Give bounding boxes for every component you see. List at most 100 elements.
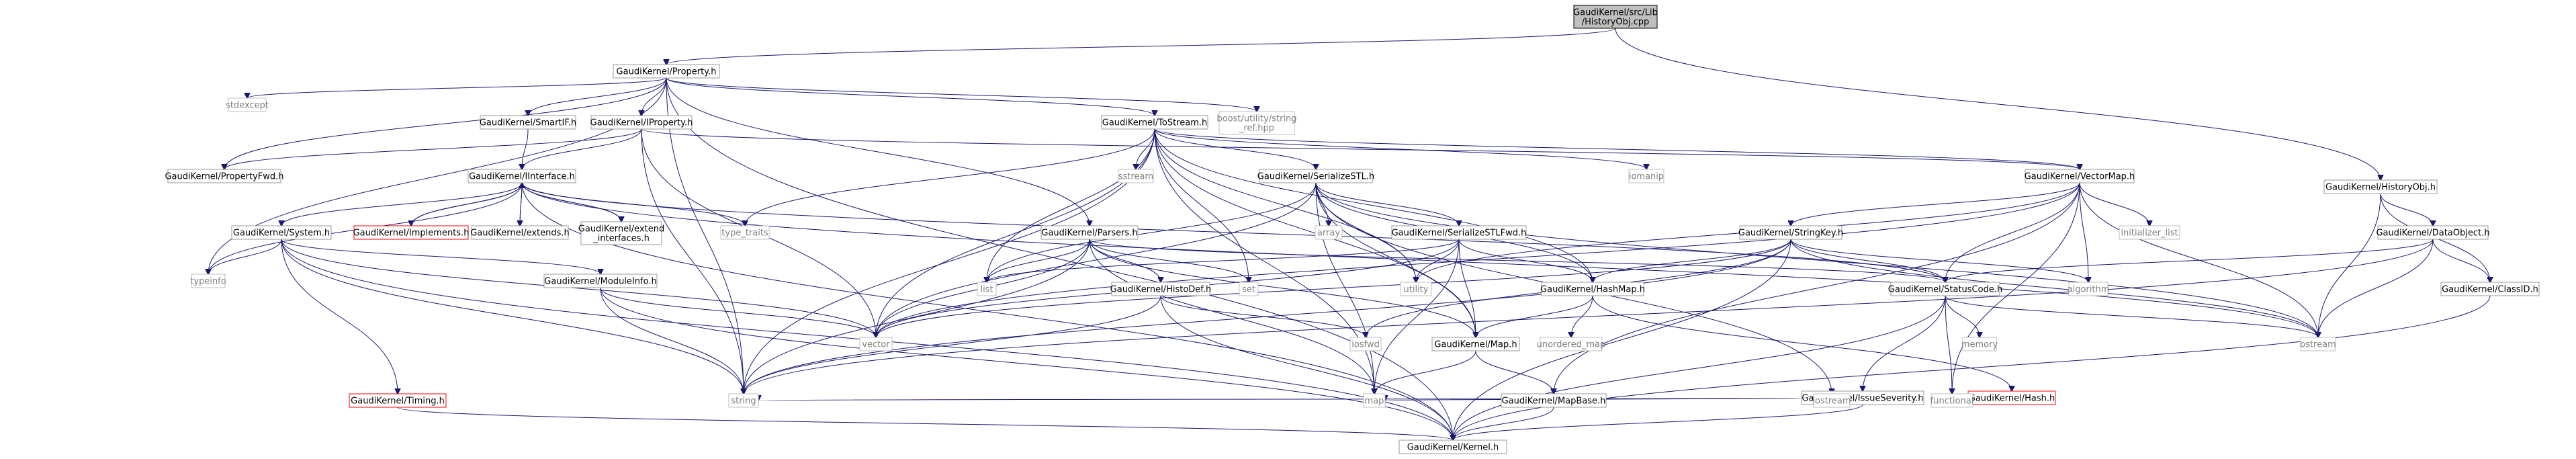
node-PropertyFwd_h[interactable]: GaudiKernel/PropertyFwd.h xyxy=(165,169,284,183)
edge-StringKey_h-to-ostream xyxy=(1790,239,2318,337)
edge-MapBase_h-to-Kernel_h xyxy=(1453,407,1554,440)
node-box xyxy=(1391,225,1527,240)
node-Map_h[interactable]: GaudiKernel/Map.h xyxy=(1431,337,1520,351)
node-algorithm[interactable]: algorithm xyxy=(2068,282,2110,296)
node-StringKey_h[interactable]: GaudiKernel/StringKey.h xyxy=(1738,225,1843,240)
node-box xyxy=(1315,225,1343,240)
node-Kernel_h[interactable]: GaudiKernel/Kernel.h xyxy=(1398,440,1507,454)
edge-VectorMap_h-to-MapBase_h xyxy=(1554,182,2080,394)
node-label: GaudiKernel/Map.h xyxy=(1434,340,1517,350)
node-box xyxy=(1239,282,1259,296)
node-box xyxy=(1540,337,1603,351)
node-ostream[interactable]: ostream xyxy=(2300,337,2336,351)
edge-Parsers_h-to-list xyxy=(987,239,1090,282)
edge-Property_h-to-ToStream_h xyxy=(666,77,1155,116)
node-set[interactable]: set xyxy=(1239,282,1259,296)
node-label: memory xyxy=(1961,340,1998,350)
edge-HashMap_h-to-Map_h xyxy=(1476,295,1593,337)
node-functional[interactable]: functional xyxy=(1930,393,1974,408)
node-label: GaudiKernel/Timing.h xyxy=(351,397,445,407)
node-sstream[interactable]: sstream xyxy=(1118,169,1154,183)
edge-Property_h-to-string xyxy=(666,77,744,394)
node-System_h[interactable]: GaudiKernel/System.h xyxy=(231,225,332,240)
node-DataObject_h[interactable]: GaudiKernel/DataObject.h xyxy=(2376,225,2490,240)
node-extend_interfaces_h[interactable]: GaudiKernel/extend_interfaces.h xyxy=(578,221,664,245)
node-Parsers_h[interactable]: GaudiKernel/Parsers.h xyxy=(1040,225,1139,240)
node-HistoDef_h[interactable]: GaudiKernel/HistoDef.h xyxy=(1110,282,1212,296)
node-initializer_list[interactable]: initializer_list xyxy=(2119,225,2180,240)
node-HistoryObj_h[interactable]: GaudiKernel/HistoryObj.h xyxy=(2323,179,2438,194)
node-Timing_h[interactable]: GaudiKernel/Timing.h xyxy=(349,393,447,408)
node-label: GaudiKernel/MapBase.h xyxy=(1502,397,1606,407)
node-box xyxy=(1541,282,1644,296)
edge-HistoryObj_cpp-to-HistoryObj_h xyxy=(1615,28,2381,180)
edge-Property_h-to-stdexcept xyxy=(247,77,667,98)
edge-DataObject_h-to-ClassID_h xyxy=(2432,239,2490,282)
node-label: _interfaces.h xyxy=(592,234,650,244)
node-label: GaudiKernel/extends.h xyxy=(470,228,570,239)
node-string[interactable]: string xyxy=(728,393,759,408)
node-box xyxy=(1398,440,1507,454)
node-IInterface_h[interactable]: GaudiKernel/IInterface.h xyxy=(468,169,576,183)
node-IProperty_h[interactable]: GaudiKernel/IProperty.h xyxy=(590,115,693,130)
edge-SerializeSTL_h-to-list xyxy=(987,182,1317,282)
node-boost_string_ref[interactable]: boost/utility/string_ref.hpp xyxy=(1216,111,1297,135)
node-unordered_map[interactable]: unordered_map xyxy=(1537,337,1606,351)
edge-Property_h-to-Parsers_h xyxy=(666,77,1090,226)
edge-HistoDef_h-to-string xyxy=(744,295,1161,394)
node-iostream[interactable]: iostream xyxy=(1812,393,1851,408)
edge-StringKey_h-to-string xyxy=(744,239,1791,394)
node-ToStream_h[interactable]: GaudiKernel/ToStream.h xyxy=(1101,115,1208,130)
node-iosfwd[interactable]: iosfwd xyxy=(1349,337,1382,351)
edge-HistoDef_h-to-iosfwd xyxy=(1160,295,1366,337)
edge-ToStream_h-to-sstream xyxy=(1136,128,1155,169)
edge-ToStream_h-to-utility xyxy=(1154,128,1416,282)
node-box xyxy=(480,115,576,130)
node-typeinfo[interactable]: typeinfo xyxy=(190,274,226,288)
node-HashMap_h[interactable]: GaudiKernel/HashMap.h xyxy=(1540,282,1645,296)
node-box xyxy=(231,225,332,240)
node-iomanip[interactable]: iomanip xyxy=(1628,169,1664,183)
node-VectorMap_h[interactable]: GaudiKernel/VectorMap.h xyxy=(2025,169,2135,183)
node-ClassID_h[interactable]: GaudiKernel/ClassID.h xyxy=(2440,282,2540,296)
node-array[interactable]: array xyxy=(1315,225,1343,240)
edge-IProperty_h-to-string xyxy=(641,128,744,394)
edge-extends_h-to-IInterface_h xyxy=(520,183,522,226)
edge-VectorMap_h-to-StringKey_h xyxy=(1791,182,2080,226)
edge-ToStream_h-to-SerializeSTL_h xyxy=(1154,128,1316,169)
node-label: GaudiKernel/StatusCode.h xyxy=(1888,285,2002,295)
node-Property_h[interactable]: GaudiKernel/Property.h xyxy=(613,64,720,79)
node-box xyxy=(2025,169,2135,183)
node-utility[interactable]: utility xyxy=(1400,282,1432,296)
node-StatusCode_h[interactable]: GaudiKernel/StatusCode.h xyxy=(1888,282,2002,296)
node-label: GaudiKernel/IInterface.h xyxy=(469,172,575,182)
node-ModuleInfo_h[interactable]: GaudiKernel/ModuleInfo.h xyxy=(543,274,658,288)
node-box xyxy=(1118,169,1154,183)
edge-ModuleInfo_h-to-Kernel_h xyxy=(600,287,1453,440)
node-SerializeSTL_h[interactable]: GaudiKernel/SerializeSTL.h xyxy=(1257,169,1374,183)
node-Implements_h[interactable]: GaudiKernel/Implements.h xyxy=(353,225,470,240)
node-list[interactable]: list xyxy=(977,282,997,296)
edge-ToStream_h-to-vector xyxy=(876,128,1155,337)
node-MapBase_h[interactable]: GaudiKernel/MapBase.h xyxy=(1501,393,1607,408)
node-box xyxy=(468,169,576,183)
edge-ToStream_h-to-string xyxy=(744,128,1155,394)
node-memory[interactable]: memory xyxy=(1961,337,1998,351)
node-stdexcept[interactable]: stdexcept xyxy=(226,97,269,112)
node-map[interactable]: map xyxy=(1363,393,1386,408)
node-box xyxy=(580,221,662,245)
node-box xyxy=(590,115,693,130)
node-Hash_h[interactable]: GaudiKernel/Hash.h xyxy=(1967,390,2056,405)
edge-VectorMap_h-to-algorithm xyxy=(2079,182,2088,282)
edge-ToStream_h-to-iomanip xyxy=(1154,128,1646,169)
node-HistoryObj_cpp[interactable]: GaudiKernel/src/Lib/HistoryObj.cpp xyxy=(1573,5,1658,29)
node-extends_h[interactable]: GaudiKernel/extends.h xyxy=(470,225,570,240)
node-SerializeSTLFwd_h[interactable]: GaudiKernel/SerializeSTLFwd.h xyxy=(1391,225,1527,240)
node-type_traits[interactable]: type_traits xyxy=(720,225,770,240)
node-SmartIF_h[interactable]: GaudiKernel/SmartIF.h xyxy=(480,115,576,130)
node-vector[interactable]: vector xyxy=(859,337,893,351)
node-label: initializer_list xyxy=(2121,228,2178,239)
edge-Parsers_h-to-string xyxy=(744,239,1090,394)
node-box xyxy=(353,225,469,240)
edge-VectorMap_h-to-initializer_list xyxy=(2079,182,2149,226)
